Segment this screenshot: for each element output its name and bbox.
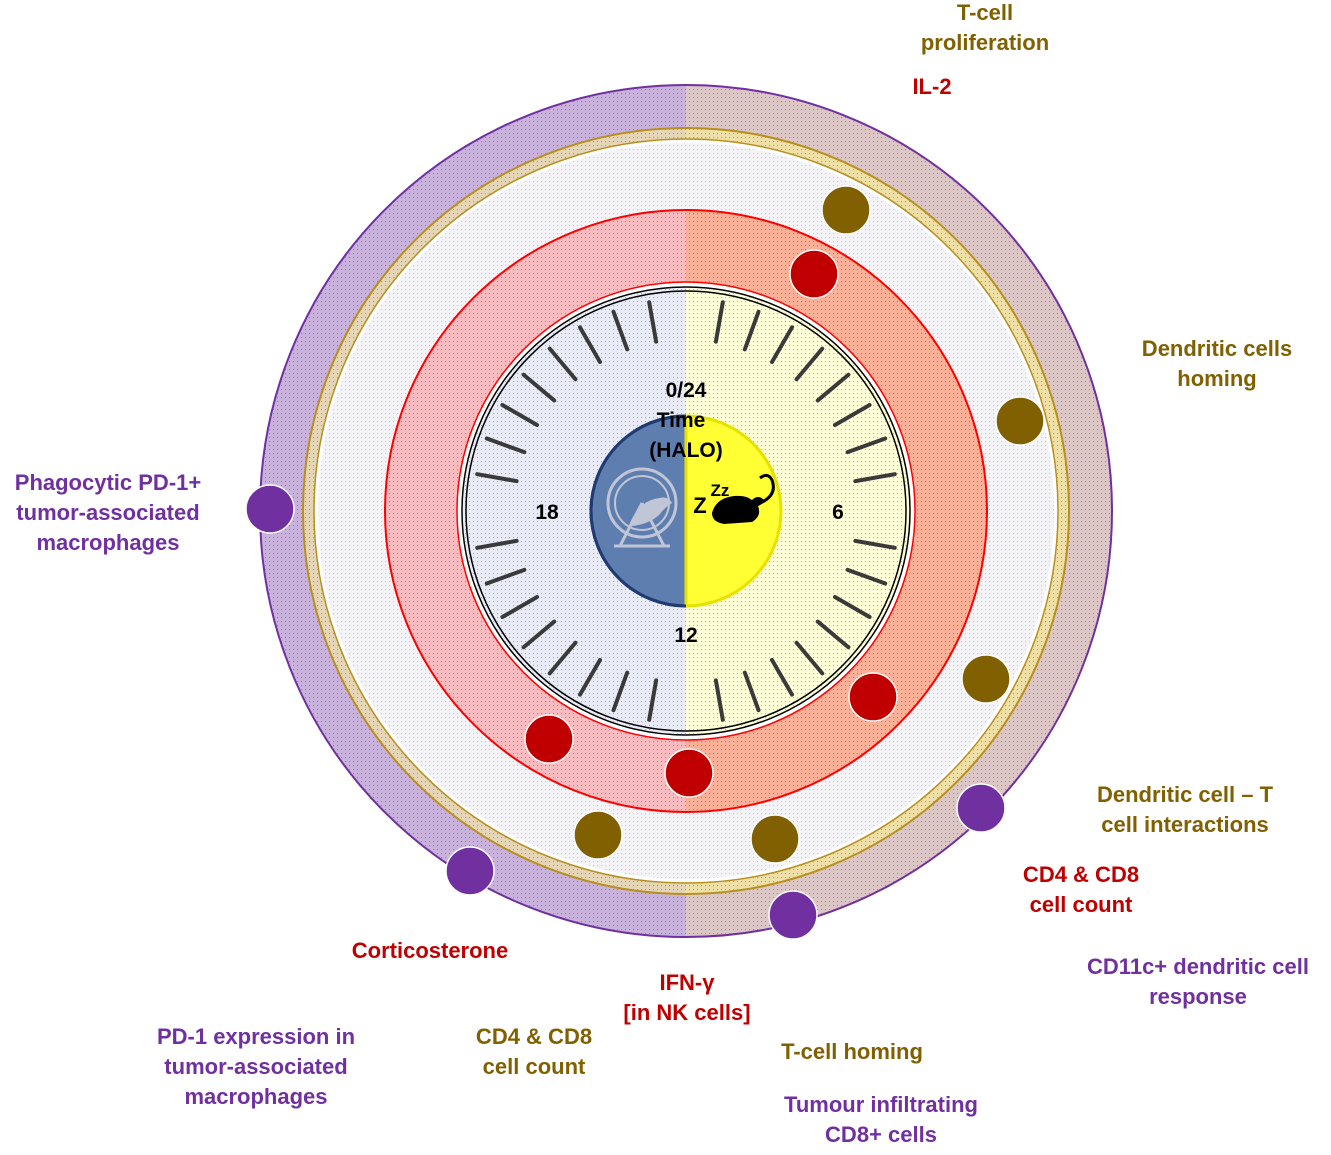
clock-face bbox=[461, 286, 911, 736]
clock-tick bbox=[742, 309, 761, 352]
label-ifn-gamma: IFN-γ [in NK cells] bbox=[623, 970, 751, 1025]
clock-tick bbox=[853, 472, 897, 484]
clock-tick bbox=[845, 436, 888, 455]
clock-tick bbox=[845, 567, 888, 586]
clock-tick bbox=[853, 538, 897, 550]
hour-label-6: 6 bbox=[832, 501, 844, 524]
clock-tick bbox=[832, 595, 872, 619]
sleep-z: Z bbox=[693, 493, 706, 518]
marker-dot-t-cell-proliferation bbox=[821, 185, 871, 235]
clock-tick bbox=[500, 595, 540, 619]
hour-label-12: 12 bbox=[674, 624, 697, 647]
clock-tick bbox=[475, 472, 519, 484]
clock-tick bbox=[578, 325, 602, 365]
sleeping-mouse-icon bbox=[712, 473, 775, 524]
label-il2: IL-2 bbox=[912, 74, 952, 99]
marker-dot-cd4-cd8-red bbox=[848, 672, 898, 722]
marker-dots bbox=[245, 185, 1045, 940]
marker-dot-phagocytic bbox=[245, 484, 295, 534]
label-pd1-expression: PD-1 expression in tumor-associated macr… bbox=[156, 1024, 356, 1109]
clock-tick bbox=[547, 346, 578, 382]
clock-tick bbox=[647, 300, 659, 344]
clock-tick bbox=[547, 640, 578, 676]
marker-dot-t-cell-homing bbox=[750, 814, 800, 864]
marker-dot-il2 bbox=[789, 249, 839, 299]
marker-dot-cd11c bbox=[956, 783, 1006, 833]
marker-dot-cd4-cd8-olive bbox=[573, 810, 623, 860]
label-cd11c: CD11c+ dendritic cell response bbox=[1087, 954, 1309, 1009]
sleep-zz: Zz bbox=[711, 481, 730, 500]
clock-tick bbox=[578, 657, 602, 697]
clock-tick bbox=[484, 436, 527, 455]
clock-tick bbox=[647, 678, 659, 722]
marker-dot-dc-t-interactions bbox=[961, 654, 1011, 704]
clock-title-line-2: Time bbox=[657, 409, 706, 432]
label-tumour-infiltrating: Tumour infiltrating CD8+ cells bbox=[784, 1092, 978, 1147]
label-t-cell-homing: T-cell homing bbox=[781, 1039, 923, 1064]
clock-tick bbox=[770, 657, 794, 697]
marker-dot-pd1-expression bbox=[445, 846, 495, 896]
marker-dot-tumour-infiltrating bbox=[768, 890, 818, 940]
clock-tick bbox=[611, 670, 630, 713]
clock-tick bbox=[815, 372, 851, 403]
running-wheel-mouse-icon bbox=[606, 467, 678, 548]
hour-label-18: 18 bbox=[535, 501, 559, 524]
clock-ticks bbox=[475, 300, 897, 722]
clock-tick bbox=[742, 670, 761, 713]
label-phagocytic-macrophages: Phagocytic PD-1+ tumor-associated macrop… bbox=[14, 470, 202, 555]
label-corticosterone: Corticosterone bbox=[351, 938, 509, 963]
clock-tick bbox=[521, 372, 557, 403]
clock-tick bbox=[770, 325, 794, 365]
label-dc-t-interactions: Dendritic cell – T cell interactions bbox=[1096, 782, 1274, 837]
clock-tick bbox=[611, 309, 630, 352]
marker-dot-dendritic-homing bbox=[995, 396, 1045, 446]
clock-tick bbox=[713, 300, 725, 344]
clock-title-line-1: 0/24 bbox=[666, 379, 707, 402]
clock-tick bbox=[832, 403, 872, 427]
label-dendritic-homing: Dendritic cells homing bbox=[1141, 336, 1293, 391]
clock-title-line-3: (HALO) bbox=[649, 439, 722, 462]
clock-tick bbox=[794, 346, 825, 382]
clock-tick bbox=[500, 403, 540, 427]
clock-tick bbox=[521, 619, 557, 650]
label-cd4-cd8-olive: CD4 & CD8 cell count bbox=[475, 1024, 593, 1079]
clock-tick bbox=[815, 619, 851, 650]
marker-dot-ifn-gamma bbox=[664, 748, 714, 798]
clock-tick bbox=[794, 640, 825, 676]
clock-tick bbox=[713, 678, 725, 722]
marker-dot-corticosterone bbox=[524, 714, 574, 764]
clock-tick bbox=[484, 567, 527, 586]
label-t-cell-proliferation: T-cell proliferation bbox=[920, 0, 1050, 55]
label-cd4-cd8-red: CD4 & CD8 cell count bbox=[1022, 862, 1140, 917]
clock-tick bbox=[475, 538, 519, 550]
